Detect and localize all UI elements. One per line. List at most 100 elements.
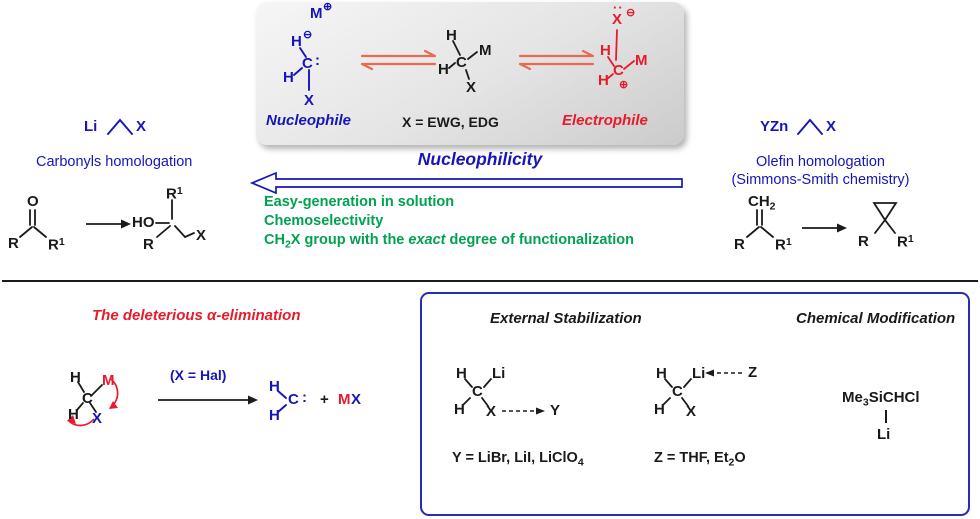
atom-oxygen: O [27,193,39,210]
atom-x: X [686,403,697,420]
atom-hydrogen-top: H [456,365,467,382]
lithium-reagent-structure: Li X [84,112,174,140]
z-legend: Z = THF, Et2O [654,449,746,470]
lone-pair-icon: : [302,389,307,406]
benefit-chemoselectivity: Chemoselectivity [264,213,384,229]
carbene-bonds [277,390,287,413]
r1-base: R [775,236,786,254]
ch-subscript: 2 [769,200,776,213]
alcohol-bonds [155,199,195,238]
alkene-structure: CH2 R R1 [732,194,807,256]
methylene-group: CH2 [748,194,776,212]
silyl-lithium-label: Li [877,426,891,443]
silyl-subscript: 3 [862,396,869,409]
atom-carbon: C [456,54,467,71]
zinc-reagent-structure: YZn X [760,112,860,140]
atom-r: R [143,236,154,253]
atom-r: R [8,235,19,252]
atom-lithium: Li [492,365,506,382]
benefit-generation: Easy-generation in solution [264,194,455,210]
olefin-caption-line2: (Simmons-Smith chemistry) [731,172,910,189]
atom-r1: R1 [775,237,792,253]
z-to-li-dashed-arrow-icon [705,369,742,377]
nucleophile-label: Nucleophile [266,112,352,129]
silyl-pre: Me [842,389,863,406]
bullet3-emphasis: exact [408,232,446,248]
atom-hydrogen-bottom: H [598,72,609,89]
electrophile-structure: ·· X ⊖ H C M ⊕ H [598,1,675,106]
plus-sign: + [320,391,329,408]
r1-superscript: 1 [58,236,65,248]
bullet3-subscript: 2 [284,238,291,251]
atom-x: X [92,410,103,427]
atom-hydrogen-bottom: H [283,69,294,86]
atom-hydrogen-bottom: H [269,407,280,424]
reaction-arrow-left-icon [86,219,131,229]
atom-y: Y [550,402,561,419]
li-ch2-x-bonds [107,118,133,135]
atom-carbon: C [82,390,93,407]
atom-hydrogen-left: H [438,61,449,78]
atom-hydrogen-bottom: H [454,401,465,418]
r1-superscript: 1 [176,185,183,197]
atom-metal: M [102,372,115,389]
carbene-product-structure: H H C : + M X [266,379,386,425]
atom-x: X [196,227,207,244]
atom-carbon: C [288,391,299,408]
nucleophile-bonds [293,47,310,91]
alcohol-product-structure: R1 HO R X [132,186,232,258]
atom-r: R [734,236,745,253]
r1-base: R [48,236,59,254]
cyclopropane-bonds [872,202,898,234]
minus-charge-icon: ⊖ [303,29,313,41]
atom-lithium: Li [84,118,98,135]
electron-pushing-arrows-icon [67,378,119,427]
atom-hydrogen-bottom: H [654,401,665,418]
nucleophile-structure: M ⊕ H ⊖ C : H X [280,2,365,110]
z-legend-pre: Z = THF, Et [654,450,729,466]
halocarbenoid-structure: H M C H X [64,366,149,428]
equilibrium-arrows-right-icon [518,49,595,71]
atom-r1: R1 [166,186,183,202]
atom-x: X [486,403,497,420]
atom-lithium: Li [692,365,706,382]
z-legend-post: O [734,450,746,466]
c-li-bond [885,410,887,423]
radical-dots-icon: ·· [613,0,624,15]
olefin-homologation-caption: Olefin homologation (Simmons-Smith chemi… [718,153,923,189]
y-legend-subscript: 4 [577,456,584,469]
atom-x: X [304,92,315,109]
atom-hydrogen-top: H [656,365,667,382]
atom-r: R [858,233,869,250]
atom-z: Z [748,364,758,381]
halide-condition-label: (X = Hal) [170,367,227,383]
atom-carbon: C [472,383,483,400]
atom-hydrogen-top: H [269,378,280,395]
equilibrium-panel: M ⊕ H ⊖ C : H X H M C H X [256,1,684,145]
alkene-bonds [746,209,774,238]
atom-x: X [466,79,477,96]
hydroxyl-group: HO [132,214,155,231]
ketone-structure: O R R1 [6,194,81,256]
ch-base: CH [748,193,770,210]
carbenoid-bonds [448,40,478,80]
bullet3-mid: X group with the [290,232,409,248]
silyl-reagent-label: Me3SiCHCl [842,389,920,410]
r1-base: R [166,185,177,203]
atom-hydrogen-bottom: H [68,406,79,423]
atom-hydrogen-top: H [446,27,457,44]
atom-metal: M [338,391,351,408]
atom-carbon: C [302,55,313,72]
bullet3-post: degree of functionalization [445,232,635,248]
stabilization-y-structure: H Li C H X Y [454,364,604,420]
atom-zinc-group: YZn [760,118,789,135]
y-legend-pre: Y = LiBr, LiI, LiClO [452,450,578,466]
atom-hydrogen-top: H [600,42,611,59]
silyl-post: SiCHCl [868,389,920,406]
atom-r1: R1 [897,234,914,250]
atom-x: X [136,118,147,135]
cyclopropane-structure: R R1 [852,200,927,258]
reaction-arrow-right-icon [802,223,847,233]
halocarbenoid-bonds [76,381,103,413]
zn-ch2-x-bonds [797,118,823,135]
